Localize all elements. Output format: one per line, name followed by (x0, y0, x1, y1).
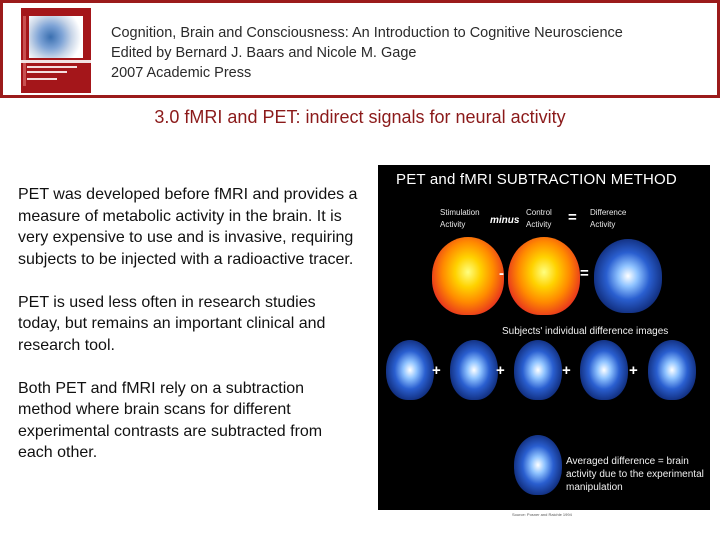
individual-difference-scan (386, 340, 434, 400)
individual-difference-scan (580, 340, 628, 400)
stimulation-label: Stimulation Activity (440, 208, 480, 229)
book-editors: Edited by Bernard J. Baars and Nicole M.… (111, 45, 417, 61)
individual-difference-scan (648, 340, 696, 400)
individual-difference-scan (514, 340, 562, 400)
pet-control-scan (508, 237, 580, 315)
subtraction-method-figure: PET and fMRI SUBTRACTION METHOD Stimulat… (378, 165, 710, 510)
figure-credit: Source: Posner and Raichle 1994 (512, 512, 572, 517)
book-citation: Cognition, Brain and Consciousness: An I… (111, 23, 623, 83)
equals-sign: = (580, 265, 589, 282)
minus-label: minus (490, 215, 520, 226)
book-cover-image (21, 8, 91, 93)
header-banner: Cognition, Brain and Consciousness: An I… (0, 0, 720, 98)
difference-label: Difference Activity (590, 208, 627, 229)
minus-sign: - (499, 265, 504, 282)
figure-title: PET and fMRI SUBTRACTION METHOD (396, 171, 677, 188)
pet-stimulation-scan (432, 237, 504, 315)
slide-body: PET was developed before fMRI and provid… (18, 184, 358, 485)
individual-difference-scan (450, 340, 498, 400)
individual-images-caption: Subjects' individual difference images (502, 326, 669, 337)
plus-sign: + (562, 362, 571, 379)
plus-sign: + (496, 362, 505, 379)
difference-scan (594, 239, 662, 313)
control-label: Control Activity (526, 208, 552, 229)
averaged-difference-scan (514, 435, 562, 495)
plus-sign: + (629, 362, 638, 379)
slide-title: 3.0 fMRI and PET: indirect signals for n… (154, 107, 566, 127)
paragraph: Both PET and fMRI rely on a subtraction … (18, 379, 323, 462)
paragraph: PET is used less often in research studi… (18, 293, 326, 354)
plus-sign: + (432, 362, 441, 379)
paragraph: PET was developed before fMRI and provid… (18, 186, 358, 268)
equals-sign: = (568, 209, 577, 226)
averaged-difference-caption: Averaged difference = brain activity due… (566, 456, 704, 493)
book-publisher: 2007 Academic Press (111, 65, 252, 81)
book-title: Cognition, Brain and Consciousness: An I… (111, 25, 623, 41)
